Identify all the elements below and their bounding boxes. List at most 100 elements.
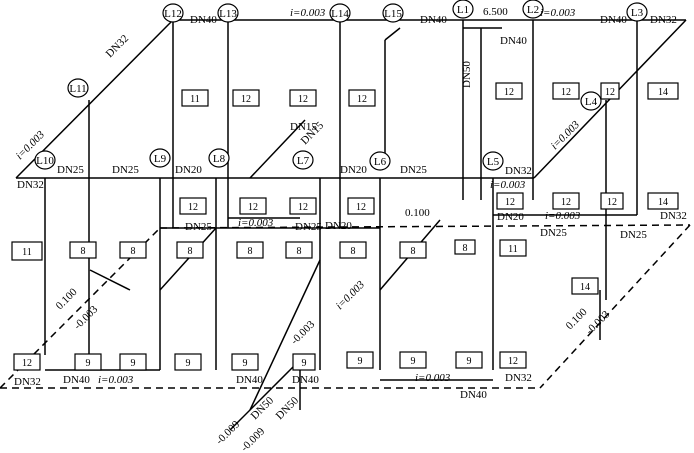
label-slope-4: i=0.003	[549, 118, 583, 152]
fixture-number-32: 9	[302, 358, 307, 369]
diag-outlet-2	[229, 359, 301, 431]
fixture-number-24: 8	[463, 243, 468, 254]
riser-circle-9	[34, 150, 56, 170]
label-elev-floor-1: 0.100	[405, 207, 430, 219]
riser-label-11: L12	[164, 8, 182, 20]
fixture-number-8: 12	[248, 202, 258, 213]
fixture-number-4: 12	[504, 87, 514, 98]
riser-circle-12	[217, 3, 239, 23]
fixture-number-26: 14	[580, 282, 590, 293]
fixture-box-26	[571, 277, 599, 295]
fixture-box-9	[179, 197, 207, 215]
label-dn32-left2: DN32	[17, 179, 44, 191]
label-dn15-a: DN15	[290, 121, 317, 133]
label-dn32-d: DN32	[660, 210, 687, 222]
riser-circle-0	[452, 0, 474, 19]
riser-circle-7	[208, 148, 230, 168]
label-dn32-left: DN32	[104, 33, 131, 60]
label-dn25-e: DN25	[295, 221, 322, 233]
riser-label-8: L9	[154, 153, 167, 165]
fixture-number-36: 12	[508, 356, 518, 367]
fixture-box-25	[499, 239, 527, 257]
fixture-number-18: 8	[131, 246, 136, 257]
fixture-number-16: 11	[22, 247, 32, 258]
label-slope-1: i=0.003	[290, 7, 326, 19]
fixture-box-7	[647, 82, 679, 100]
fixture-box-20	[236, 241, 264, 259]
label-slope-9: i=0.003	[98, 374, 134, 386]
fixture-number-35: 9	[467, 356, 472, 367]
fixture-number-34: 9	[411, 356, 416, 367]
riser-label-7: L8	[213, 153, 226, 165]
fixture-box-12	[496, 192, 524, 210]
label-elev-floor-2: 0.100	[54, 286, 80, 312]
riser-label-6: L7	[297, 155, 310, 167]
label-dn32-f: DN32	[505, 372, 532, 384]
fixture-box-21	[285, 241, 313, 259]
fixture-box-17	[69, 241, 97, 259]
label-dn40-mid: DN40	[500, 35, 527, 47]
label-dn50-b: DN50	[274, 394, 302, 422]
fixture-box-19	[176, 241, 204, 259]
label-dn50-a: DN50	[249, 394, 277, 422]
fixture-box-30	[174, 353, 202, 371]
fixture-box-36	[499, 351, 527, 369]
label-slope-5: i=0.003	[490, 179, 526, 191]
fixture-number-5: 12	[561, 87, 571, 98]
label-slope-10: i=0.003	[415, 372, 451, 384]
diagonal-branches	[89, 119, 601, 431]
riser-circle-14	[382, 3, 404, 23]
label-elev-ground-3: -0.003	[289, 318, 318, 347]
fixture-box-14	[600, 192, 624, 210]
fixture-number-27: 12	[22, 358, 32, 369]
riser-label-12: L13	[219, 8, 237, 20]
diag-branch-1	[159, 227, 217, 291]
fixture-box-15	[647, 192, 679, 210]
fixture-number-31: 9	[243, 358, 248, 369]
riser-label-4: L5	[487, 156, 500, 168]
fixture-box-34	[399, 351, 427, 369]
fixture-box-1	[232, 89, 260, 107]
label-dn25-c: DN25	[400, 164, 427, 176]
label-dn20-a: DN20	[175, 164, 202, 176]
label-dn25-b: DN25	[112, 164, 139, 176]
fixture-number-22: 8	[351, 246, 356, 257]
fixture-number-6: 12	[605, 87, 615, 98]
fixture-box-6	[600, 82, 620, 100]
fixture-number-12: 12	[505, 197, 515, 208]
label-dn20-d: DN20	[497, 211, 524, 223]
diag-dn15	[249, 119, 306, 179]
fixture-number-28: 9	[86, 358, 91, 369]
fixture-box-16	[11, 241, 43, 261]
riser-label-1: L2	[527, 4, 539, 16]
riser-label-9: L10	[36, 155, 54, 167]
fixture-number-19: 8	[188, 246, 193, 257]
label-dn32-e: DN32	[14, 376, 41, 388]
fixture-box-13	[552, 192, 580, 210]
label-elev-outlet-2: -0.009	[239, 425, 268, 453]
riser-circle-3	[580, 91, 602, 111]
label-slope-7: i=0.003	[545, 210, 581, 222]
riser-circle-1	[522, 0, 544, 19]
riser-circle-4	[482, 151, 504, 171]
fixture-box-18	[119, 241, 147, 259]
riser-circle-11	[162, 3, 184, 23]
riser-label-0: L1	[457, 4, 469, 16]
fixture-number-1: 12	[241, 94, 251, 105]
label-elev-ground-1: -0.003	[72, 303, 101, 332]
fixture-number-30: 9	[186, 358, 191, 369]
riser-label-14: L15	[384, 8, 402, 20]
label-dn25-a: DN25	[57, 164, 84, 176]
riser-circle-10	[67, 78, 89, 98]
label-elev-top: 6.500	[483, 6, 508, 18]
risers	[44, 20, 638, 410]
fixture-number-3: 12	[357, 94, 367, 105]
fixture-number-2: 12	[298, 94, 308, 105]
fixture-number-10: 12	[298, 202, 308, 213]
fixture-box-29	[119, 353, 147, 371]
label-dn20-b: DN20	[340, 164, 367, 176]
fixture-number-29: 9	[131, 358, 136, 369]
